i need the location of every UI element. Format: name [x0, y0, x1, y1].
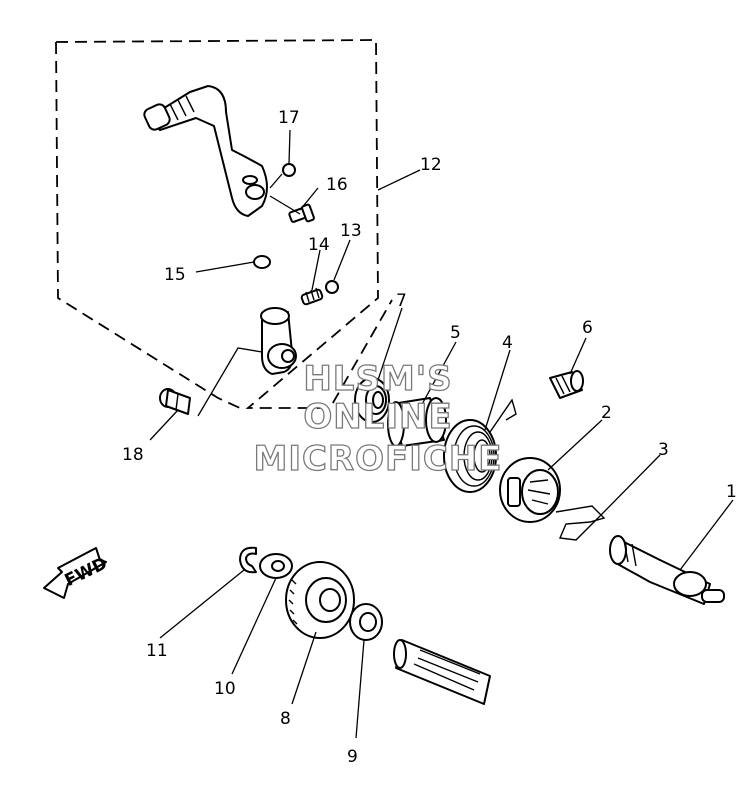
callout-15: 15 [164, 265, 186, 285]
callout-12: 12 [420, 155, 442, 175]
callout-18: 18 [122, 445, 144, 465]
watermark: HLSM'S ONLINE MICROFICHE [253, 358, 502, 479]
callout-3: 3 [658, 440, 669, 460]
pin-6 [549, 370, 584, 399]
callout-1: 1 [726, 482, 737, 502]
assembly-12-outline [55, 39, 393, 409]
circlip-11 [239, 546, 257, 574]
circlip-15 [253, 255, 271, 269]
spring-14 [300, 287, 324, 306]
callout-10: 10 [214, 679, 236, 699]
watermark-line2: ONLINE [303, 397, 452, 437]
callout-13: 13 [340, 221, 362, 241]
callout-17: 17 [278, 108, 300, 128]
ring-7 [354, 377, 390, 423]
washer-9 [349, 603, 383, 641]
bolt-18 [159, 388, 191, 415]
callout-4: 4 [502, 333, 513, 353]
callout-5: 5 [450, 323, 461, 343]
gear-8 [285, 561, 355, 639]
callout-8: 8 [280, 709, 291, 729]
callout-9: 9 [347, 747, 358, 767]
bolt-16 [288, 203, 315, 223]
spring-4 [443, 398, 517, 493]
main-shaft [393, 639, 491, 705]
kick-shaft-1 [609, 535, 725, 605]
callout-7: 7 [396, 291, 407, 311]
nut-17 [282, 163, 296, 177]
washer-10 [259, 553, 293, 579]
clip-3 [555, 505, 606, 541]
forward-arrow: FWD [43, 547, 110, 599]
callout-14: 14 [308, 235, 330, 255]
watermark-line1: HLSM'S [303, 359, 452, 399]
ball-13 [325, 280, 339, 294]
callout-2: 2 [601, 403, 612, 423]
kick-pedal-arm [143, 85, 268, 217]
callout-16: 16 [326, 175, 348, 195]
leader-lines [149, 129, 734, 739]
kick-boss [260, 307, 297, 375]
ratchet-2 [499, 457, 561, 523]
callout-6: 6 [582, 318, 593, 338]
sleeve-5 [387, 397, 447, 447]
callout-labels: 1 2 3 4 5 6 7 8 9 10 11 12 13 14 15 16 1… [122, 108, 737, 767]
callout-11: 11 [146, 641, 168, 661]
watermark-line3: MICROFICHE [253, 439, 502, 479]
